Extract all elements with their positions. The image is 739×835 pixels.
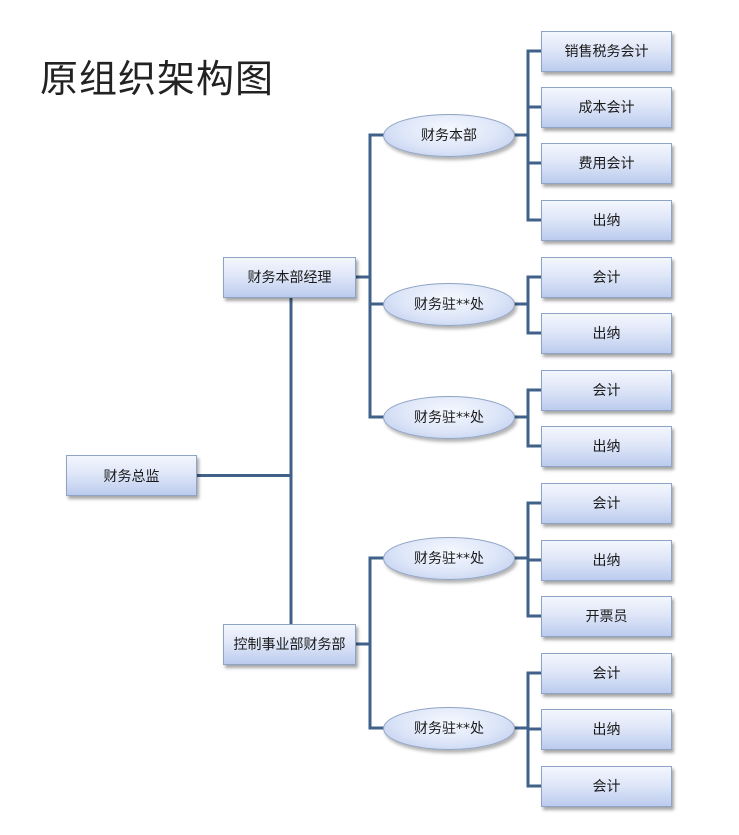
sub-node: 财务驻**处 [383, 282, 515, 326]
leaf-node: 会计 [541, 765, 672, 807]
leaf-node: 出纳 [541, 708, 672, 750]
leaf-node: 会计 [541, 652, 672, 694]
leaf-node: 成本会计 [541, 86, 672, 128]
leaf-node: 会计 [541, 256, 672, 298]
sub-node: 财务驻**处 [383, 536, 515, 580]
leaf-node: 开票员 [541, 595, 672, 637]
leaf-node: 出纳 [541, 312, 672, 354]
leaf-node: 出纳 [541, 199, 672, 241]
sub-node: 财务驻**处 [383, 706, 515, 750]
leaf-node: 会计 [541, 482, 672, 524]
sub-node: 财务驻**处 [383, 395, 515, 439]
branch-node: 控制事业部财务部 [223, 623, 356, 665]
branch-node: 财务本部经理 [223, 256, 356, 298]
leaf-node: 销售税务会计 [541, 30, 672, 72]
root-node: 财务总监 [66, 455, 197, 496]
leaf-node: 费用会计 [541, 142, 672, 184]
leaf-node: 出纳 [541, 425, 672, 467]
leaf-node: 出纳 [541, 539, 672, 581]
leaf-node: 会计 [541, 369, 672, 411]
sub-node: 财务本部 [383, 113, 515, 157]
page-title: 原组织架构图 [40, 57, 275, 101]
